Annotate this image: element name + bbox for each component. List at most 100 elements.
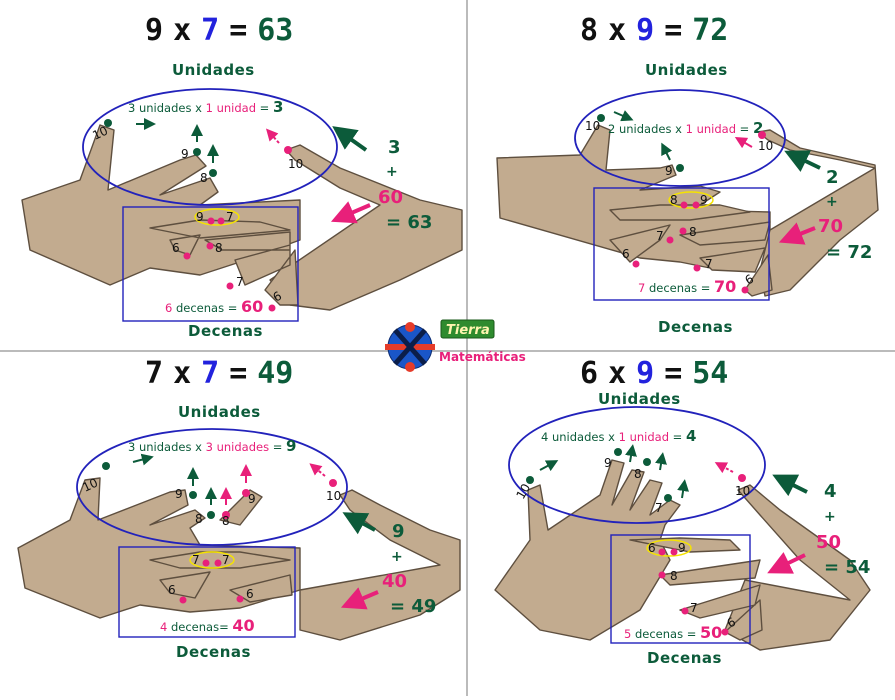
ten-dot [670, 548, 678, 556]
ten-dot [721, 628, 729, 636]
finger-label: 7 [690, 601, 698, 615]
arrow-icon [734, 136, 753, 149]
big-arrow-icon [784, 150, 821, 173]
decenas-formula: 4 decenas= 40 [160, 616, 255, 635]
sum-tens: 40 [382, 571, 407, 592]
finger-label: 10 [513, 481, 533, 501]
finger-label: 8 [200, 171, 208, 185]
ten-dot [632, 260, 640, 268]
ten-dot [681, 607, 689, 615]
logo-line1: Tierra [446, 323, 490, 338]
sum-plus: + [824, 509, 836, 525]
lower-fingers [149, 551, 293, 603]
big-arrow-icon [767, 551, 806, 574]
lower-fingers [609, 204, 773, 297]
decenas-box [118, 546, 296, 638]
ten-dot [679, 227, 687, 235]
decenas-box [610, 534, 751, 644]
ten-dot [183, 252, 191, 260]
junction-label-b: 9 [700, 193, 708, 207]
sum-plus: + [826, 194, 838, 210]
sum-units: 9 [392, 521, 405, 542]
finger-label: 10 [90, 124, 110, 143]
big-arrow-icon [772, 474, 808, 497]
arrow-icon [661, 142, 673, 161]
big-arrow-icon [332, 126, 368, 152]
sum-total: = 72 [826, 242, 872, 263]
decenas-formula: 6 decenas = 60 [165, 297, 263, 316]
sum-tens: 70 [818, 216, 843, 237]
finger-label: 7 [236, 275, 244, 289]
ten-dot [658, 571, 666, 579]
finger-label: 8 [634, 467, 642, 481]
junction-ring [194, 208, 240, 226]
finger-label: 9 [175, 487, 183, 501]
finger-label: 8 [670, 569, 678, 583]
sum-total: = 49 [390, 596, 436, 617]
logo-cross [393, 328, 427, 366]
ten-dot [217, 217, 225, 225]
finger-label: 8 [195, 512, 203, 526]
finger-label: 9 [604, 456, 612, 470]
logo-line2: Matemáticas [439, 350, 526, 364]
unidades-label: Unidades [598, 390, 681, 408]
unit-dot [193, 148, 201, 156]
finger-label: 6 [172, 241, 180, 255]
ten-dot [329, 479, 337, 487]
unit-dot [189, 491, 197, 499]
ten-dot [236, 595, 244, 603]
finger-label: 7 [655, 501, 663, 515]
decenas-label: Decenas [647, 649, 722, 667]
unit-formula: 3 unidades x 1 unidad = 3 [128, 98, 283, 116]
unit-formula: 4 unidades x 1 unidad = 4 [541, 427, 696, 445]
arrow-icon [132, 453, 154, 466]
arrow-icon [265, 128, 280, 144]
arrow-icon [677, 479, 690, 499]
ten-dot [758, 131, 766, 139]
arrow-icon [714, 462, 734, 474]
arrow-icon [613, 110, 634, 122]
ten-dot [658, 548, 666, 556]
unidades-oval [574, 89, 786, 187]
sum-units: 2 [826, 167, 839, 188]
ten-dot [207, 217, 215, 225]
right-hand [219, 489, 461, 641]
finger-label: 7 [656, 229, 664, 243]
sum-total: = 54 [824, 557, 870, 578]
unit-dot [207, 511, 215, 519]
unidades-label: Unidades [172, 61, 255, 79]
unit-dot [209, 169, 217, 177]
finger-label: 10 [758, 139, 773, 153]
finger-label: 8 [222, 514, 230, 528]
logo-tag [440, 319, 495, 339]
decenas-box [593, 187, 770, 301]
unidades-oval [508, 406, 766, 524]
unit-formula: 3 unidades x 3 unidades = 9 [128, 437, 296, 455]
arrow-icon [309, 463, 326, 477]
ten-dot [741, 286, 749, 294]
arrow-icon [655, 452, 667, 471]
ten-dot [680, 201, 688, 209]
junction-label-b: 7 [226, 210, 234, 224]
junction-label-a: 6 [648, 541, 656, 555]
ten-dot [284, 146, 292, 154]
sum-tens: 50 [816, 532, 841, 553]
unit-dot [643, 458, 651, 466]
decenas-formula: 5 decenas = 50 [624, 623, 722, 642]
finger-label: 8 [689, 225, 697, 239]
ten-dot [692, 201, 700, 209]
finger-label: 9 [181, 147, 189, 161]
arrow-icon [625, 444, 637, 463]
sum-plus: + [391, 549, 403, 565]
logo-dot [405, 322, 415, 332]
sum-units: 3 [388, 137, 401, 158]
left-hand [494, 459, 681, 641]
finger-label: 8 [215, 241, 223, 255]
ten-dot [738, 474, 746, 482]
ten-dot [268, 304, 276, 312]
junction-label-a: 7 [192, 553, 200, 567]
ten-dot [222, 511, 230, 519]
finger-label: 10 [288, 157, 303, 171]
